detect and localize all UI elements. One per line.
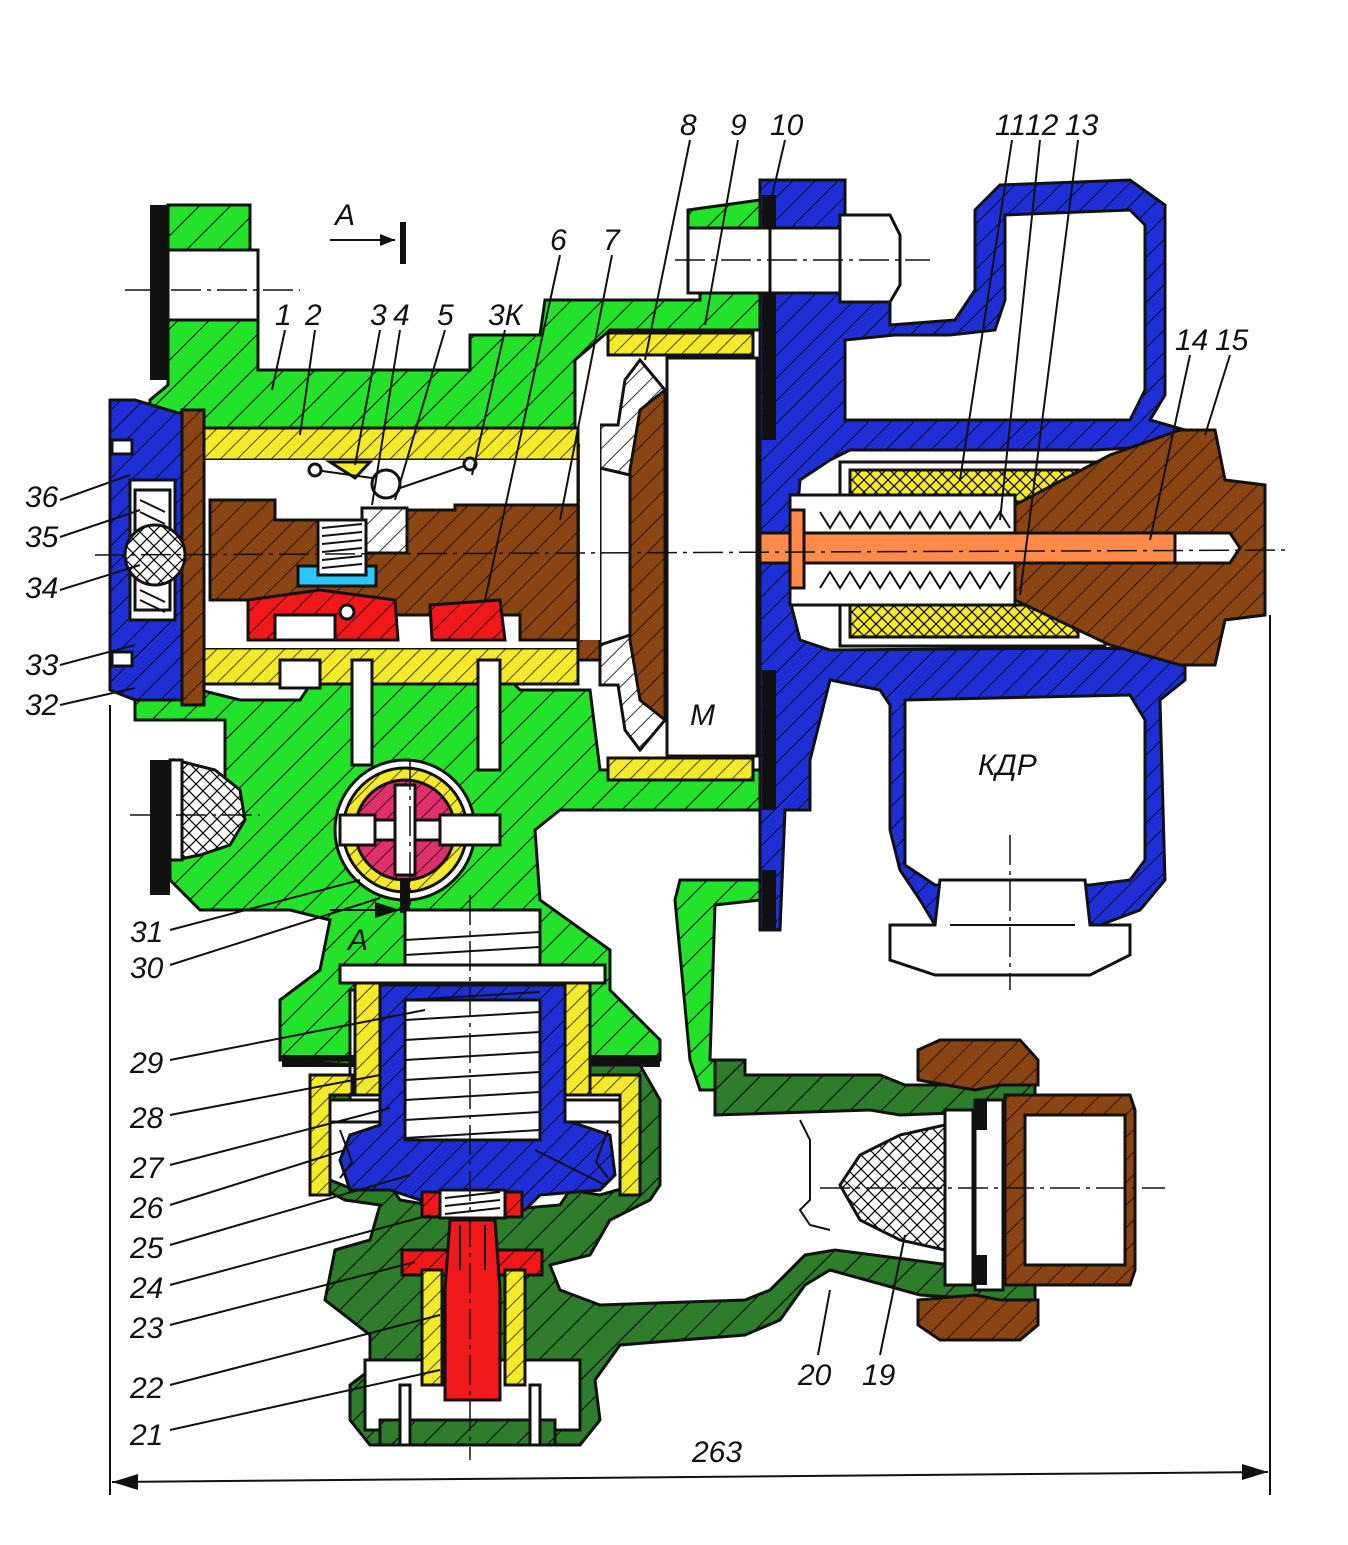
callout-24: 24 <box>129 1272 163 1305</box>
callout-9: 9 <box>730 109 747 142</box>
callout-3: 3 <box>370 299 387 332</box>
section-mark: А А <box>330 199 406 957</box>
dimension-263: 263 <box>109 615 1271 1495</box>
lower-mark-label: А <box>346 924 368 957</box>
callout-29: 29 <box>129 1047 164 1080</box>
spring-3 <box>316 518 368 577</box>
chamber-m <box>580 356 759 758</box>
solenoid <box>758 428 1267 667</box>
callout-13: 13 <box>1065 109 1099 142</box>
callout-31: 31 <box>130 916 163 949</box>
section-mark-label: А <box>333 199 355 232</box>
left-filter <box>168 758 247 862</box>
callout-36: 36 <box>25 481 59 514</box>
center-lines <box>94 259 1291 1460</box>
electro-pneumatic-housing <box>108 178 1187 932</box>
spring-guide-block <box>360 506 409 555</box>
callout-25: 25 <box>129 1232 164 1265</box>
callout-6: 6 <box>550 224 567 257</box>
callout-26: 26 <box>129 1192 164 1225</box>
rotary-valve <box>333 758 502 913</box>
chamber-kdr-label: КДР <box>978 749 1037 782</box>
leader-lines <box>59 139 1231 1431</box>
callout-20: 20 <box>797 1359 832 1392</box>
callout-28: 28 <box>129 1102 164 1135</box>
callout-34: 34 <box>25 572 58 605</box>
chamber-m-label: М <box>690 699 715 732</box>
callout-7: 7 <box>603 224 621 257</box>
callout-8: 8 <box>680 109 697 142</box>
callout-15: 15 <box>1215 324 1249 357</box>
callout-22: 22 <box>129 1372 164 1405</box>
diaphragm <box>598 357 667 753</box>
callout-10: 10 <box>770 109 804 142</box>
slide-valve <box>246 564 507 642</box>
callout-14: 14 <box>1175 324 1208 357</box>
callout-19: 19 <box>862 1359 896 1392</box>
callout-23: 23 <box>129 1312 164 1345</box>
lever <box>307 456 478 500</box>
callout-1: 1 <box>275 299 292 332</box>
callout-4: 4 <box>393 299 410 332</box>
callout-12: 12 <box>1025 109 1059 142</box>
callout-21: 21 <box>129 1419 163 1452</box>
callout-3k: 3К <box>488 299 525 332</box>
callout-11: 11 <box>995 109 1026 142</box>
callout-33: 33 <box>25 649 59 682</box>
callout-2: 2 <box>304 299 322 332</box>
dimension-label: 263 <box>691 1436 742 1469</box>
main-spring <box>308 908 642 1217</box>
callout-35: 35 <box>25 521 59 554</box>
callout-30: 30 <box>130 952 164 985</box>
callout-27: 27 <box>129 1152 165 1185</box>
exhaust-valve <box>400 1188 544 1402</box>
mounting-flange <box>150 205 260 895</box>
cylinder-ports <box>278 658 502 772</box>
callout-5: 5 <box>437 299 454 332</box>
callout-32: 32 <box>25 689 59 722</box>
callouts: 1 2 3 4 5 3К 6 7 8 9 10 11 12 13 14 15 3… <box>25 109 1249 1452</box>
